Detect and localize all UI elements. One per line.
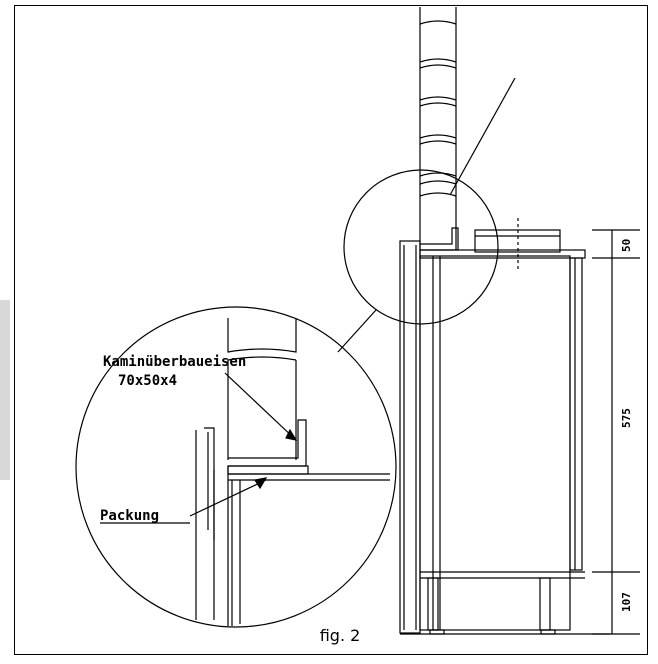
bracket-size-label: 70x50x4 <box>118 373 177 389</box>
figure-caption: fig. 2 <box>319 626 361 645</box>
detail-connector <box>337 309 377 353</box>
dim-bottom-label: 107 <box>620 592 633 612</box>
detail-circle-large <box>75 306 397 628</box>
detail-contents <box>195 318 390 626</box>
dimension-lines <box>592 229 640 635</box>
drawing-frame <box>14 5 648 655</box>
stove-body <box>399 227 610 635</box>
bracket-leader <box>224 372 297 441</box>
page-edge-tab <box>0 300 10 480</box>
dim-middle-label: 575 <box>620 408 633 428</box>
dim-top-label: 50 <box>620 239 633 252</box>
detail-leader-top <box>449 77 516 196</box>
bracket-name-label: Kaminüberbaueisen <box>103 354 246 370</box>
chimney-flue <box>419 7 457 250</box>
gasket-label: Packung <box>100 508 159 524</box>
detail-circle-small <box>343 169 499 325</box>
gasket-leader <box>189 479 267 517</box>
